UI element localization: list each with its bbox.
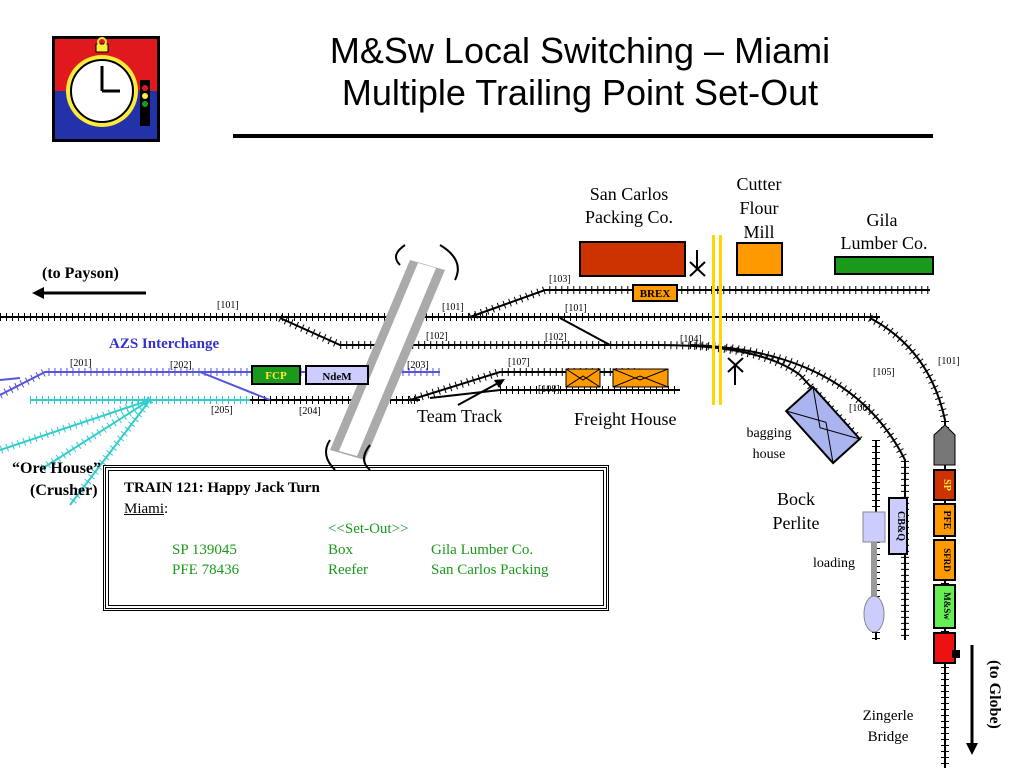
track-label-105: [105] [873,367,895,378]
label-bagging-1: bagging [746,426,791,441]
label-cutter-1: Cutter [737,174,782,194]
car-label-msw: M&Sw [942,592,952,620]
bagging-house-icon [784,385,862,465]
label-bock-1: Bock [777,489,815,509]
setout-row-1-type: Box [328,542,354,558]
label-to-globe: (to Globe) [986,660,1003,729]
label-cutter-2: Flour [739,198,778,218]
track-label-101c: [101] [565,303,587,314]
track-label-101a: [101] [217,300,239,311]
car-label-fcp: FCP [265,370,287,382]
switch-markers [689,250,744,385]
track-label-101b: [101] [442,302,464,313]
label-team-track: Team Track [417,406,502,426]
setout-header: <<Set-Out>> [328,521,409,537]
title-line-2: Multiple Trailing Point Set-Out [341,72,819,113]
freight-house-icon [565,368,669,388]
car-brex [632,284,678,302]
track-label-103: [103] [549,274,571,285]
track-102 [278,314,863,443]
stopwatch-logo-icon [52,36,160,142]
track-label-107: [107] [508,357,530,368]
track-105 [559,317,909,640]
car-pfe [933,503,956,537]
track-label-203: [203] [407,360,429,371]
track-label-101d: [101] [938,356,960,367]
train-heading: TRAIN 121: Happy Jack Turn [124,480,320,496]
label-san-carlos-2: Packing Co. [585,207,673,227]
car-label-sp: SP [941,479,952,491]
san-carlos-building [579,241,686,277]
title-rule [233,134,933,138]
car-label-sfrd: SFRD [942,548,952,572]
car-label-brex: BREX [640,288,671,300]
label-zingerle-2: Bridge [868,729,909,745]
car-label-cbq: CB&Q [895,511,906,541]
track-label-204: [204] [299,406,321,417]
track-103 [468,286,930,321]
track-label-108: [108] [538,384,560,395]
label-bagging-2: house [753,447,786,462]
label-freight-house: Freight House [574,409,677,429]
track-label-102a: [102] [426,331,448,342]
arrow-to-payson-icon [32,287,146,299]
cutter-mill-building [736,242,783,276]
label-loading: loading [813,556,855,571]
car-msw [933,584,956,629]
car-sp [933,469,956,501]
arrow-to-globe-icon [966,645,978,755]
train-location-suffix: : [164,501,169,517]
label-to-payson: (to Payson) [42,265,119,282]
setout-row-2-dest: San Carlos Packing [431,562,549,578]
setout-row-2-car: PFE 78436 [172,562,240,578]
track-101 [0,313,949,768]
track-ore-house [0,396,250,508]
label-bock-2: Perlite [773,513,820,533]
track-label-104: [104] [680,334,702,345]
car-label-pfe: PFE [941,511,952,530]
label-cutter-3: Mill [743,222,774,242]
car-cbq [888,497,908,555]
train-location: Miami [124,501,164,517]
track-107-108 [408,368,680,404]
train-instructions-box: TRAIN 121: Happy Jack Turn Miami: <<Set-… [103,465,609,611]
title-line-1: M&Sw Local Switching – Miami [329,30,831,71]
label-zingerle-1: Zingerle [863,708,914,724]
label-ore-2: (Crusher) [30,482,98,499]
track-label-102b: [102] [545,332,567,343]
car-fcp [251,365,301,385]
label-gila-1: Gila [867,210,898,230]
label-azs-interchange: AZS Interchange [109,336,219,352]
track-label-205: [205] [211,405,233,416]
label-san-carlos-1: San Carlos [590,184,669,204]
road-overpass [325,244,459,471]
car-sfrd [933,539,956,581]
car-brex-group [632,284,678,302]
gila-lumber-building [834,256,934,275]
car-label-ndem: NdeM [322,371,352,383]
car-ndem [305,365,369,385]
locomotive-icon [933,424,956,466]
train-location-line: Miami: [124,501,168,518]
setout-row-1-dest: Gila Lumber Co. [431,542,534,558]
label-gila-2: Lumber Co. [841,233,928,253]
loading-icon [862,511,886,633]
track-label-106: [106] [849,403,871,414]
setout-row-1-car: SP 139045 [172,542,237,558]
label-ore-1: “Ore House” [12,460,101,477]
yellow-crossing [712,235,722,405]
page-title: M&Sw Local Switching – Miami Multiple Tr… [240,30,920,114]
setout-row-2-type: Reefer [328,562,368,578]
track-label-201: [201] [70,358,92,369]
arrow-team-track-icon [457,379,505,406]
track-label-202: [202] [170,360,192,371]
caboose-icon [933,632,956,664]
